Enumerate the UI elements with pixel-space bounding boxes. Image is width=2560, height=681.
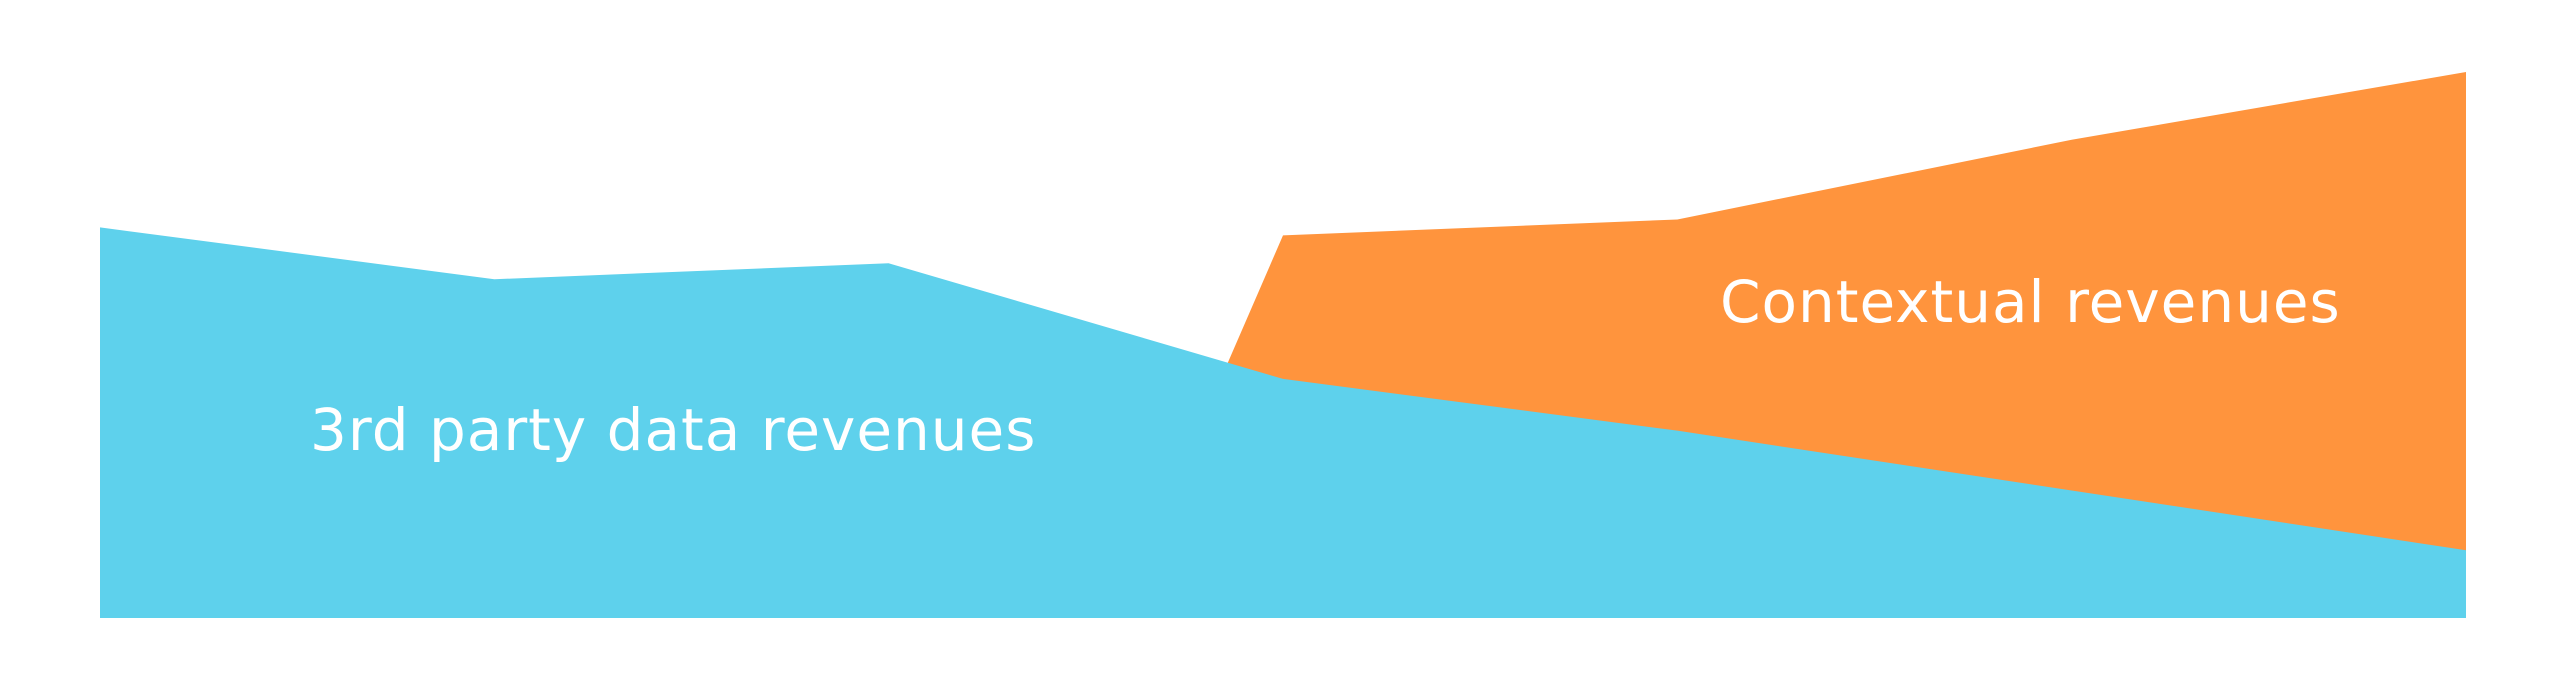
- area-3rd-party-data: [100, 227, 2466, 618]
- series-label-3rd-party: 3rd party data revenues: [310, 396, 1036, 464]
- area-layer: [100, 72, 2466, 618]
- label-layer: 3rd party data revenues Contextual reven…: [310, 268, 2341, 464]
- series-label-contextual: Contextual revenues: [1720, 268, 2341, 336]
